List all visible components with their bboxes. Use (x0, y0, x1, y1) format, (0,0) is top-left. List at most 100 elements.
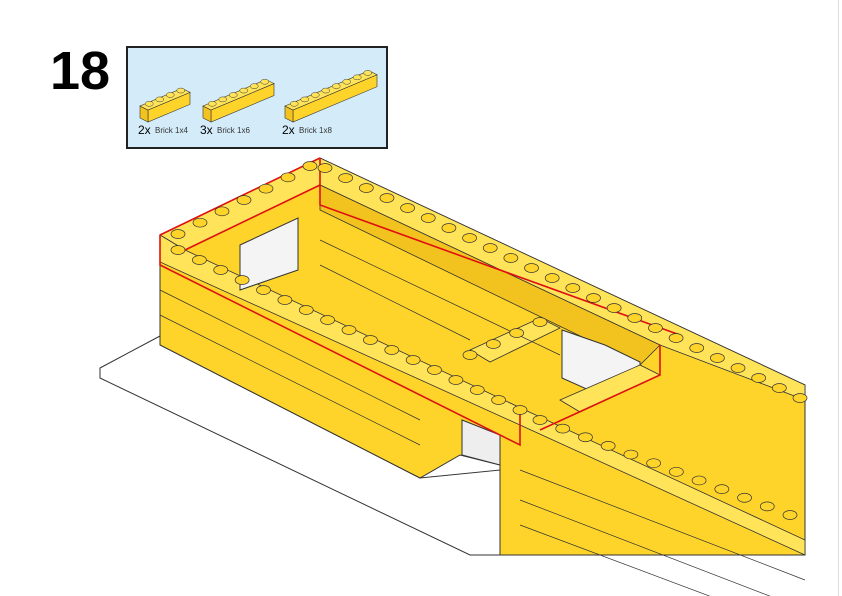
stud (213, 265, 229, 275)
stud (668, 333, 684, 343)
parts-callout: 2x Brick 1x4 3x Brick 1x6 2x Brick 1x8 (126, 46, 388, 149)
stud (311, 92, 320, 98)
stud (627, 313, 643, 323)
stud (524, 263, 539, 273)
stud (623, 449, 639, 460)
stud (600, 441, 616, 451)
stud (260, 78, 269, 85)
stud (341, 325, 357, 335)
door-opening (461, 419, 501, 466)
cross-wall (559, 364, 661, 413)
stud (427, 365, 442, 375)
stud (170, 229, 186, 239)
stud (482, 243, 498, 253)
part-quantity: 2x (138, 123, 151, 137)
stud (234, 275, 250, 285)
parts-illustration (139, 70, 378, 123)
stud (532, 415, 548, 425)
stud (420, 213, 436, 223)
stud (405, 355, 421, 365)
stud (648, 323, 663, 333)
stud (250, 83, 259, 89)
stud (277, 295, 293, 305)
stud (363, 335, 378, 345)
stud (338, 173, 354, 183)
stud (218, 96, 227, 103)
stud (239, 87, 248, 94)
stud (298, 305, 314, 315)
stud (462, 350, 478, 360)
stud (145, 101, 154, 107)
stud (400, 203, 415, 213)
stud (646, 458, 661, 469)
stud (751, 373, 767, 383)
stud (578, 432, 593, 443)
stud (792, 393, 808, 403)
stud (155, 96, 164, 103)
stud (258, 183, 274, 194)
stud (509, 328, 525, 338)
stud (771, 383, 787, 393)
part-brick-icon (139, 87, 191, 123)
stud (544, 273, 560, 283)
stud (532, 317, 548, 327)
stud (379, 193, 395, 203)
stud (320, 315, 335, 325)
stud (730, 363, 746, 373)
stud (214, 206, 230, 217)
part-quantity: 2x (282, 123, 295, 137)
stud (606, 303, 622, 313)
stud (229, 92, 238, 98)
stud (290, 101, 299, 107)
window-opening (561, 329, 641, 396)
step-number: 18 (50, 41, 111, 101)
stud (759, 501, 775, 512)
inner-back-wall (319, 184, 661, 366)
stud (192, 217, 208, 228)
stud (441, 223, 457, 233)
stud (512, 405, 528, 415)
stud (448, 375, 464, 385)
part-name: Brick 1x8 (299, 126, 332, 135)
stud (353, 74, 362, 81)
stud (586, 293, 601, 303)
cross-wall (469, 317, 561, 363)
studs-group (170, 161, 808, 520)
stud (565, 283, 581, 293)
stud (710, 353, 725, 363)
stud (737, 492, 752, 503)
stud (236, 195, 252, 205)
part-quantity: 3x (200, 123, 213, 137)
stud (555, 423, 571, 434)
stud (280, 172, 296, 183)
stud (321, 87, 330, 94)
stud (302, 161, 318, 171)
wall-top-front (159, 234, 806, 556)
new-bricks-outline (159, 157, 681, 447)
stud (462, 233, 477, 243)
stud (491, 395, 506, 405)
stud (300, 96, 309, 103)
stud (782, 510, 798, 520)
stud (256, 285, 271, 295)
wall-mass (159, 157, 806, 556)
stud (208, 101, 217, 107)
stud (358, 183, 374, 193)
part-brick-icon (202, 78, 275, 123)
stud (363, 70, 372, 76)
stud (691, 475, 707, 486)
wall-top-back (159, 157, 806, 401)
stud (714, 484, 730, 494)
stud (689, 343, 705, 353)
window-opening (239, 217, 299, 291)
stud (317, 163, 333, 173)
stud (170, 245, 186, 255)
stud (469, 385, 485, 395)
stud (384, 345, 400, 355)
brick-course-lines (159, 239, 806, 596)
baseplate (99, 335, 501, 556)
part-brick-icon (284, 70, 378, 123)
stud (669, 466, 684, 477)
stud (166, 92, 175, 98)
page-edge-rule (838, 0, 839, 596)
